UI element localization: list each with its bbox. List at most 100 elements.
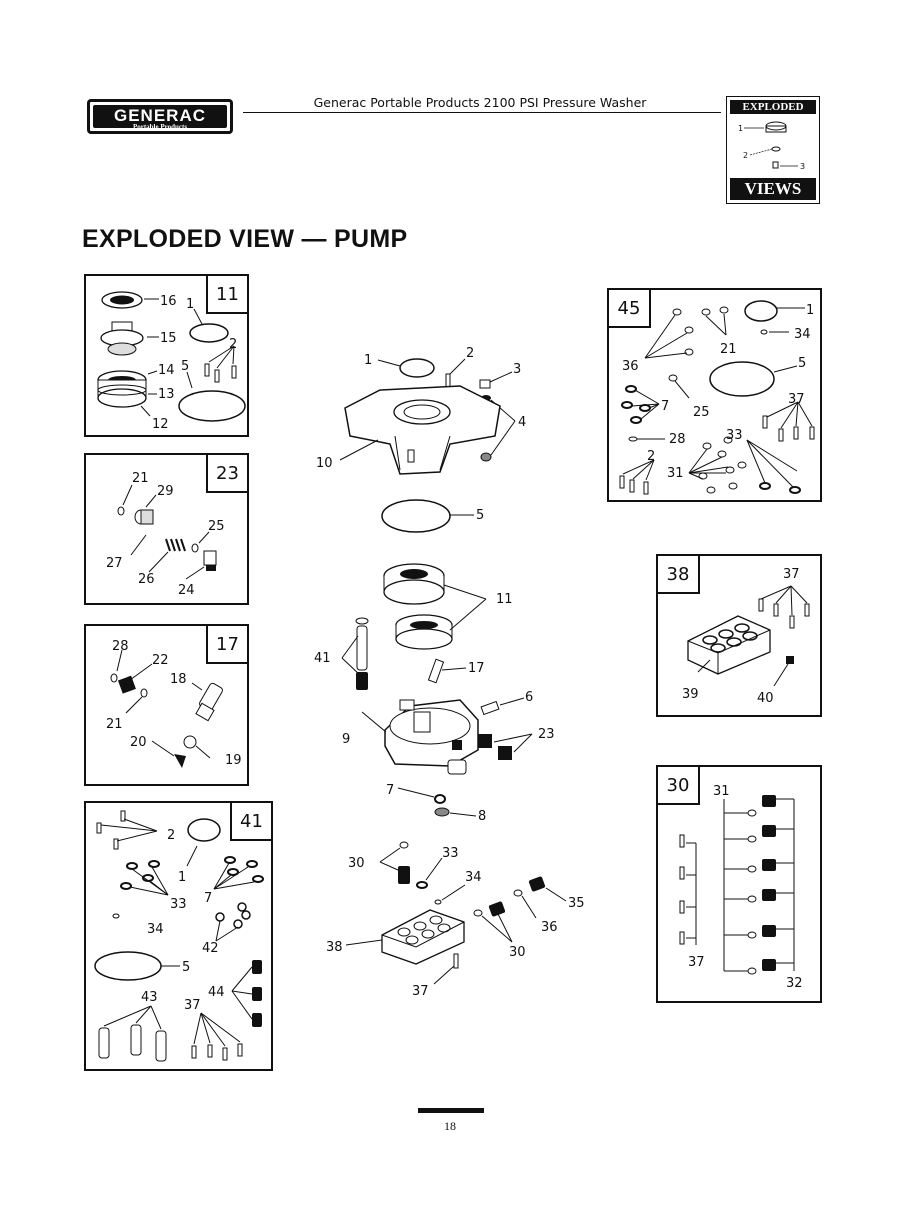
inset-30-callout: 37 [688,955,705,970]
inset-23-callout: 21 [132,471,149,486]
main-callout: 8 [478,809,486,824]
inset-11-callout: 1 [186,297,194,312]
inset-23: 23 21 29 25 27 26 24 [84,453,249,605]
main-callout: 6 [525,690,533,705]
inset-41-diagram: 2 1 33 7 34 42 5 43 44 37 [94,810,264,1062]
inset-23-tag: 23 [206,455,247,493]
inset-11-callout: 5 [181,359,189,374]
inset-11-callout: 13 [158,387,175,402]
main-callout: 41 [314,651,331,666]
main-callout: 3 [513,362,521,377]
inset-41-callout: 5 [182,960,190,975]
inset-17-diagram: 28 22 18 21 20 19 [106,639,242,768]
inset-17-callout: 20 [130,735,147,750]
footer-bar [418,1108,484,1113]
inset-30-diagram: 31 37 32 [679,784,803,991]
inset-41-callout: 44 [208,985,225,1000]
main-callout: 4 [518,415,526,430]
inset-23-diagram: 21 29 25 27 26 24 [106,471,225,598]
inset-45-callout: 1 [806,303,814,318]
inset-45-callout: 34 [794,327,811,342]
inset-17-tag: 17 [206,626,247,664]
inset-38-diagram: 37 39 40 [682,567,810,706]
inset-45-callout: 31 [667,466,684,481]
inset-23-callout: 29 [157,484,174,499]
inset-23-callout: 26 [138,572,155,587]
inset-17-callout: 18 [170,672,187,687]
badge-bottom-text: VIEWS [730,178,816,200]
inset-45-callout: 25 [693,405,710,420]
main-callout: 38 [326,940,343,955]
inset-30: 30 31 37 32 [656,765,822,1003]
inset-17: 17 28 22 18 21 20 19 [84,624,249,786]
inset-23-callout: 25 [208,519,225,534]
header-title: Generac Portable Products 2100 PSI Press… [313,95,647,110]
inset-45-callout: 5 [798,356,806,371]
inset-30-callout: 32 [786,976,803,991]
inset-11-callout: 16 [160,294,177,309]
inset-30-tag: 30 [658,767,700,805]
main-callout: 37 [412,984,429,999]
main-callout: 11 [496,592,513,607]
main-callout: 30 [348,856,365,871]
badge-callout-2: 2 [743,151,748,160]
inset-11-callout: 12 [152,417,169,432]
inset-23-callout: 27 [106,556,123,571]
inset-11: 11 16 1 15 5 2 14 13 12 [84,274,249,437]
main-callout: 7 [386,783,394,798]
inset-41-callout: 2 [167,828,175,843]
inset-38: 38 37 39 40 [656,554,822,717]
inset-45-tag: 45 [609,290,651,328]
main-callout: 33 [442,846,459,861]
inset-11-tag: 11 [206,276,247,314]
inset-41-callout: 42 [202,941,219,956]
main-callout: 35 [568,896,585,911]
main-callout: 5 [476,508,484,523]
header-rule [243,112,721,113]
main-callout: 10 [316,456,333,471]
inset-38-callout: 37 [783,567,800,582]
main-callout: 30 [509,945,526,960]
page-title: EXPLODED VIEW — PUMP [82,225,408,253]
inset-45-callout: 21 [720,342,737,357]
inset-41-tag: 41 [230,803,271,841]
inset-30-callout: 31 [713,784,730,799]
inset-17-callout: 19 [225,753,242,768]
inset-38-tag: 38 [658,556,700,594]
inset-45-callout: 7 [661,399,669,414]
inset-17-callout: 22 [152,653,169,668]
inset-41-callout: 7 [204,891,212,906]
inset-45-callout: 33 [726,428,743,443]
main-callout: 36 [541,920,558,935]
inset-11-diagram: 16 1 15 5 2 14 13 12 [97,291,246,432]
badge-callout-3: 3 [800,162,805,171]
inset-11-callout: 14 [158,363,175,378]
exploded-views-badge: EXPLODED 1 2 3 VIEWS [726,96,820,204]
inset-38-callout: 39 [682,687,699,702]
inset-45-callout: 28 [669,432,686,447]
main-callout: 1 [364,353,372,368]
inset-45-callout: 37 [788,392,805,407]
logo-wordmark: GENERAC [113,106,206,125]
inset-17-callout: 21 [106,717,123,732]
inset-41-callout: 37 [184,998,201,1013]
main-callout: 2 [466,346,474,361]
inset-41: 41 2 1 33 7 34 42 5 43 44 37 [84,801,273,1071]
generac-logo: GENERAC Portable Products [87,99,233,134]
inset-41-callout: 33 [170,897,187,912]
inset-45-diagram: 1 34 21 36 5 7 25 37 28 33 2 31 [619,300,815,495]
badge-top-text: EXPLODED [730,100,816,114]
inset-41-callout: 43 [141,990,158,1005]
inset-45-callout: 36 [622,359,639,374]
main-callout: 9 [342,732,350,747]
inset-17-callout: 28 [112,639,129,654]
inset-45: 45 1 34 21 36 5 [607,288,822,502]
inset-38-callout: 40 [757,691,774,706]
inset-41-callout: 1 [178,870,186,885]
main-callout: 17 [468,661,485,676]
main-callout: 23 [538,727,555,742]
inset-11-callout: 2 [229,337,237,352]
main-callout: 34 [465,870,482,885]
inset-11-callout: 15 [160,331,177,346]
badge-mini-diagram: 1 2 3 [738,121,805,171]
